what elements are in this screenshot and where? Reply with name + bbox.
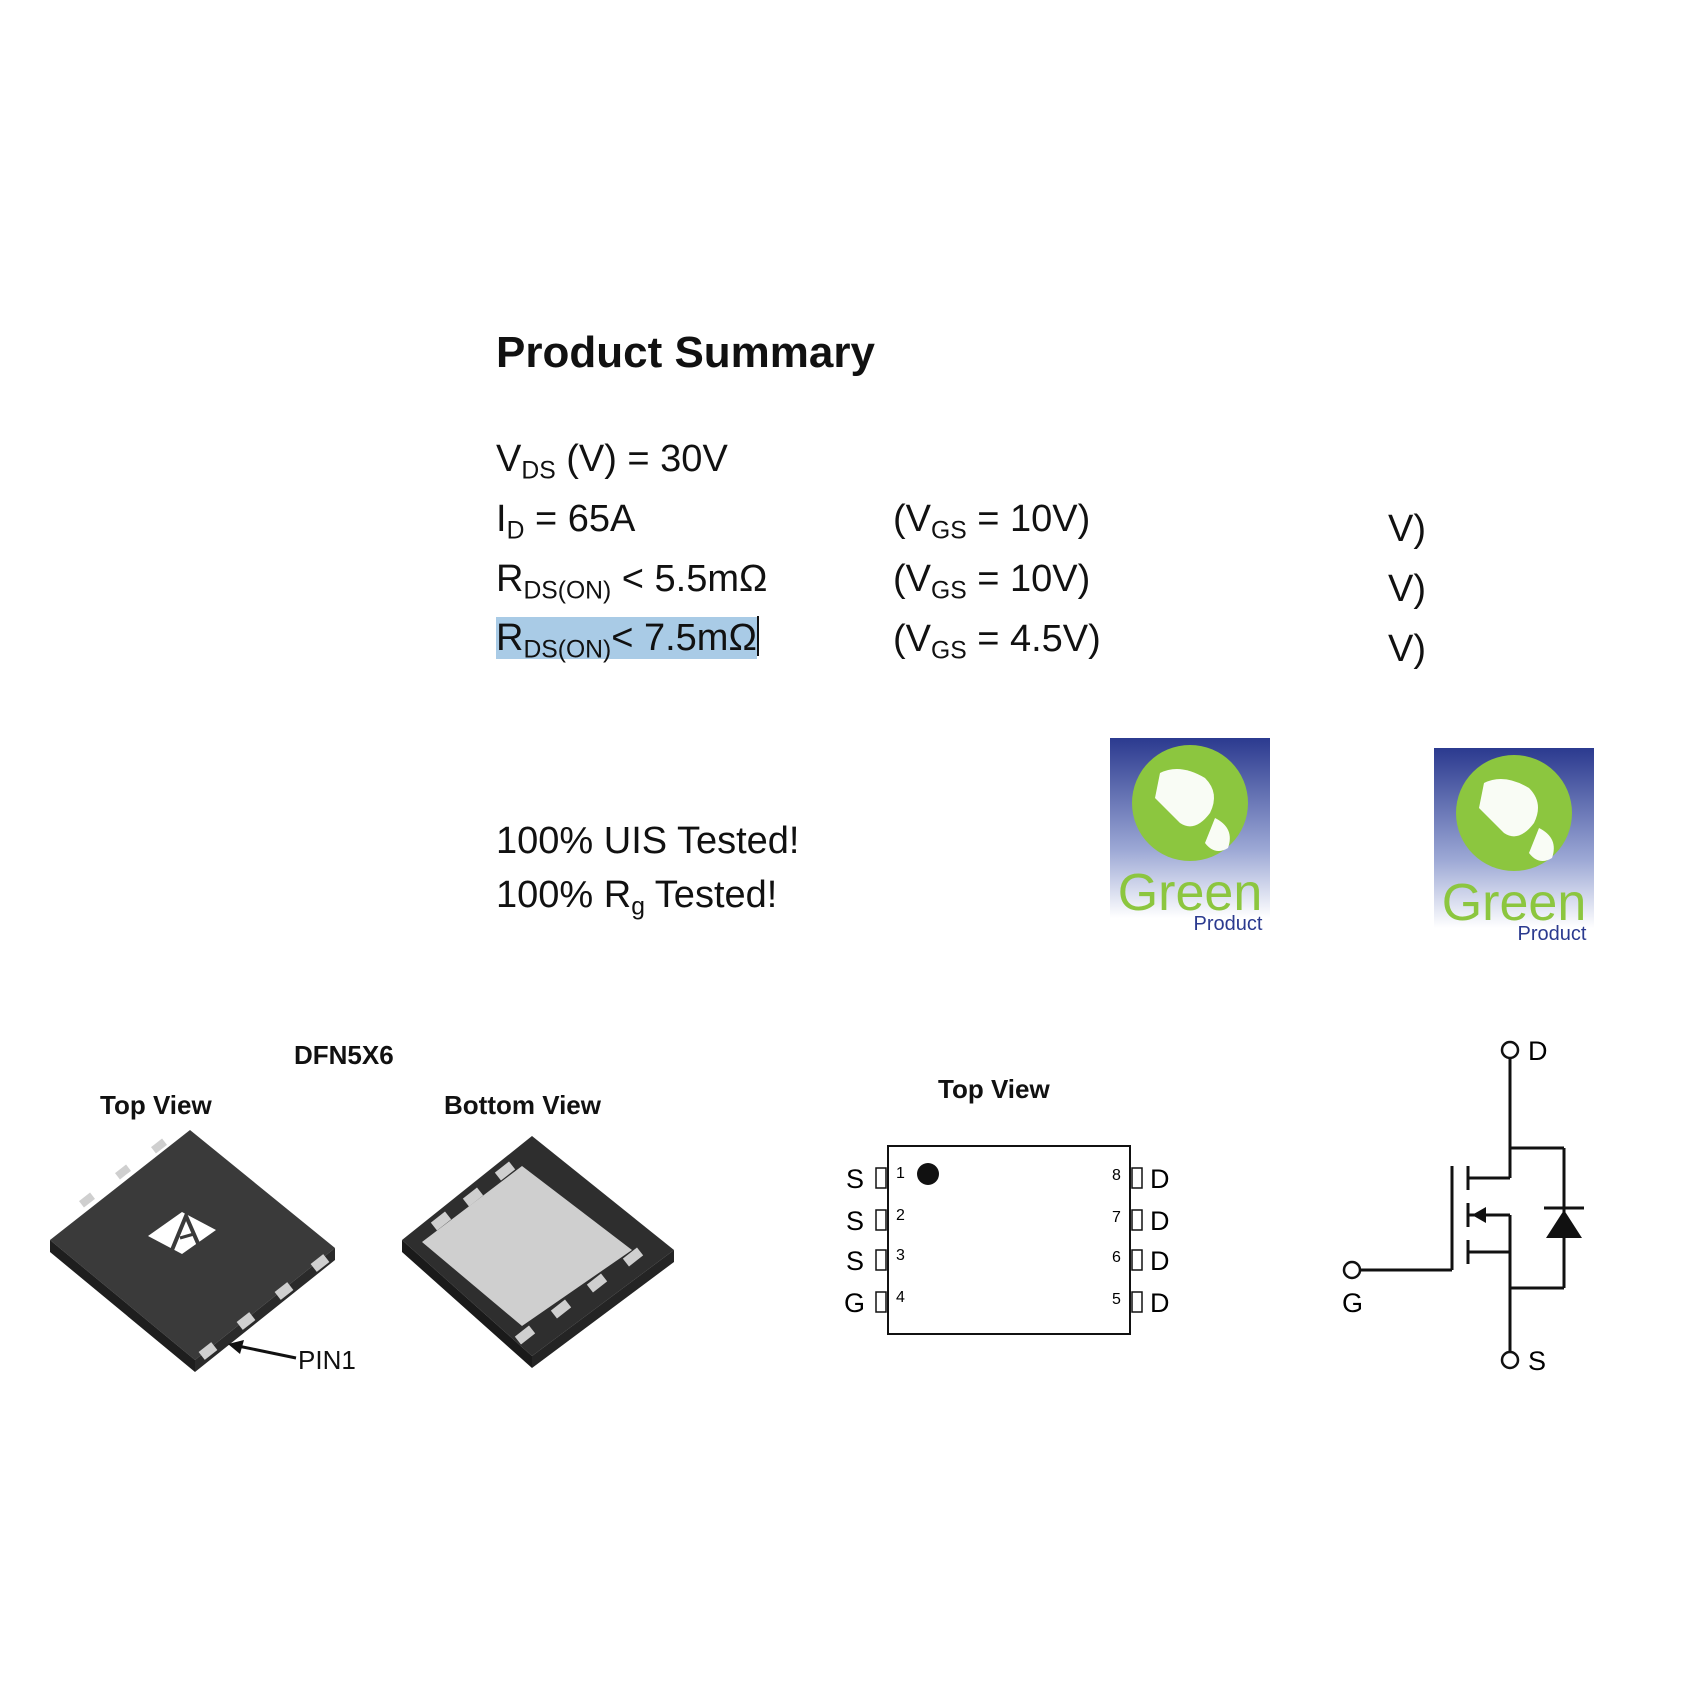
spec-vds: VDS (V) = 30V bbox=[496, 438, 728, 485]
svg-text:8: 8 bbox=[1112, 1167, 1121, 1184]
clipped-condition-1: V) bbox=[1388, 508, 1426, 550]
spec-id-condition: (VGS = 10V) bbox=[893, 498, 1091, 545]
source-terminal-icon bbox=[1500, 1350, 1520, 1370]
spec-rdson-4v5[interactable]: RDS(ON)< 7.5mΩ bbox=[496, 616, 759, 664]
svg-text:D: D bbox=[1150, 1288, 1170, 1318]
green-product-logo-duplicate: Green Product bbox=[1434, 748, 1594, 948]
clipped-condition-2: V) bbox=[1388, 568, 1426, 610]
svg-text:D: D bbox=[1528, 1036, 1548, 1066]
uis-tested-text: 100% UIS Tested! bbox=[496, 820, 800, 862]
gate-terminal-icon bbox=[1342, 1260, 1362, 1280]
pin1-arrow-icon bbox=[228, 1340, 297, 1360]
package-name: DFN5X6 bbox=[294, 1040, 394, 1070]
body-arrow-icon bbox=[1472, 1207, 1486, 1223]
spec-rdson-10v: RDS(ON) < 5.5mΩ bbox=[496, 558, 768, 605]
pin1-label: PIN1 bbox=[298, 1345, 356, 1375]
svg-text:Product: Product bbox=[1518, 923, 1587, 945]
svg-text:7: 7 bbox=[1112, 1209, 1121, 1226]
pin1-dot-icon bbox=[917, 1163, 939, 1185]
svg-text:G: G bbox=[1342, 1288, 1363, 1318]
manufacturer-logo-icon bbox=[148, 1212, 216, 1254]
svg-text:S: S bbox=[846, 1246, 864, 1276]
pinout-top-view-label: Top View bbox=[938, 1074, 1050, 1104]
body-diode-icon bbox=[1546, 1210, 1582, 1238]
pinout-diagram: S S S G 1 2 3 4 8 7 6 5 D D D D bbox=[844, 1145, 1170, 1335]
text-selection-highlight[interactable]: RDS(ON)< 7.5mΩ bbox=[496, 617, 757, 664]
svg-text:2: 2 bbox=[896, 1207, 905, 1224]
svg-text:D: D bbox=[1150, 1246, 1170, 1276]
svg-text:S: S bbox=[1528, 1346, 1546, 1376]
package-bottom-view-drawing bbox=[402, 1136, 674, 1368]
svg-text:D: D bbox=[1150, 1206, 1170, 1236]
text-caret bbox=[756, 616, 759, 656]
svg-text:5: 5 bbox=[1112, 1291, 1121, 1308]
drain-terminal-icon bbox=[1500, 1040, 1520, 1060]
svg-text:6: 6 bbox=[1112, 1249, 1121, 1266]
svg-text:3: 3 bbox=[896, 1247, 905, 1264]
package-bottom-view-label: Bottom View bbox=[444, 1090, 601, 1120]
svg-text:1: 1 bbox=[896, 1165, 905, 1182]
mosfet-schematic: D S G bbox=[1342, 1036, 1584, 1376]
spec-id: ID = 65A bbox=[496, 498, 636, 545]
svg-text:Green: Green bbox=[1118, 864, 1263, 922]
svg-text:4: 4 bbox=[896, 1289, 905, 1306]
package-top-view-label: Top View bbox=[100, 1090, 212, 1120]
package-top-view-drawing bbox=[50, 1130, 335, 1372]
svg-text:Product: Product bbox=[1194, 913, 1263, 935]
product-summary-title: Product Summary bbox=[496, 328, 875, 377]
svg-text:D: D bbox=[1150, 1164, 1170, 1194]
clipped-condition-3: V) bbox=[1388, 628, 1426, 670]
green-product-logo: Green Product bbox=[1110, 738, 1270, 938]
svg-text:S: S bbox=[846, 1206, 864, 1236]
spec-rdson-10v-condition: (VGS = 10V) bbox=[893, 558, 1091, 605]
svg-text:S: S bbox=[846, 1164, 864, 1194]
svg-text:Green: Green bbox=[1442, 874, 1587, 932]
rg-tested-text: 100% Rg Tested! bbox=[496, 874, 778, 921]
spec-rdson-4v5-condition: (VGS = 4.5V) bbox=[893, 618, 1101, 665]
thermal-pad bbox=[422, 1166, 632, 1326]
svg-text:G: G bbox=[844, 1288, 865, 1318]
